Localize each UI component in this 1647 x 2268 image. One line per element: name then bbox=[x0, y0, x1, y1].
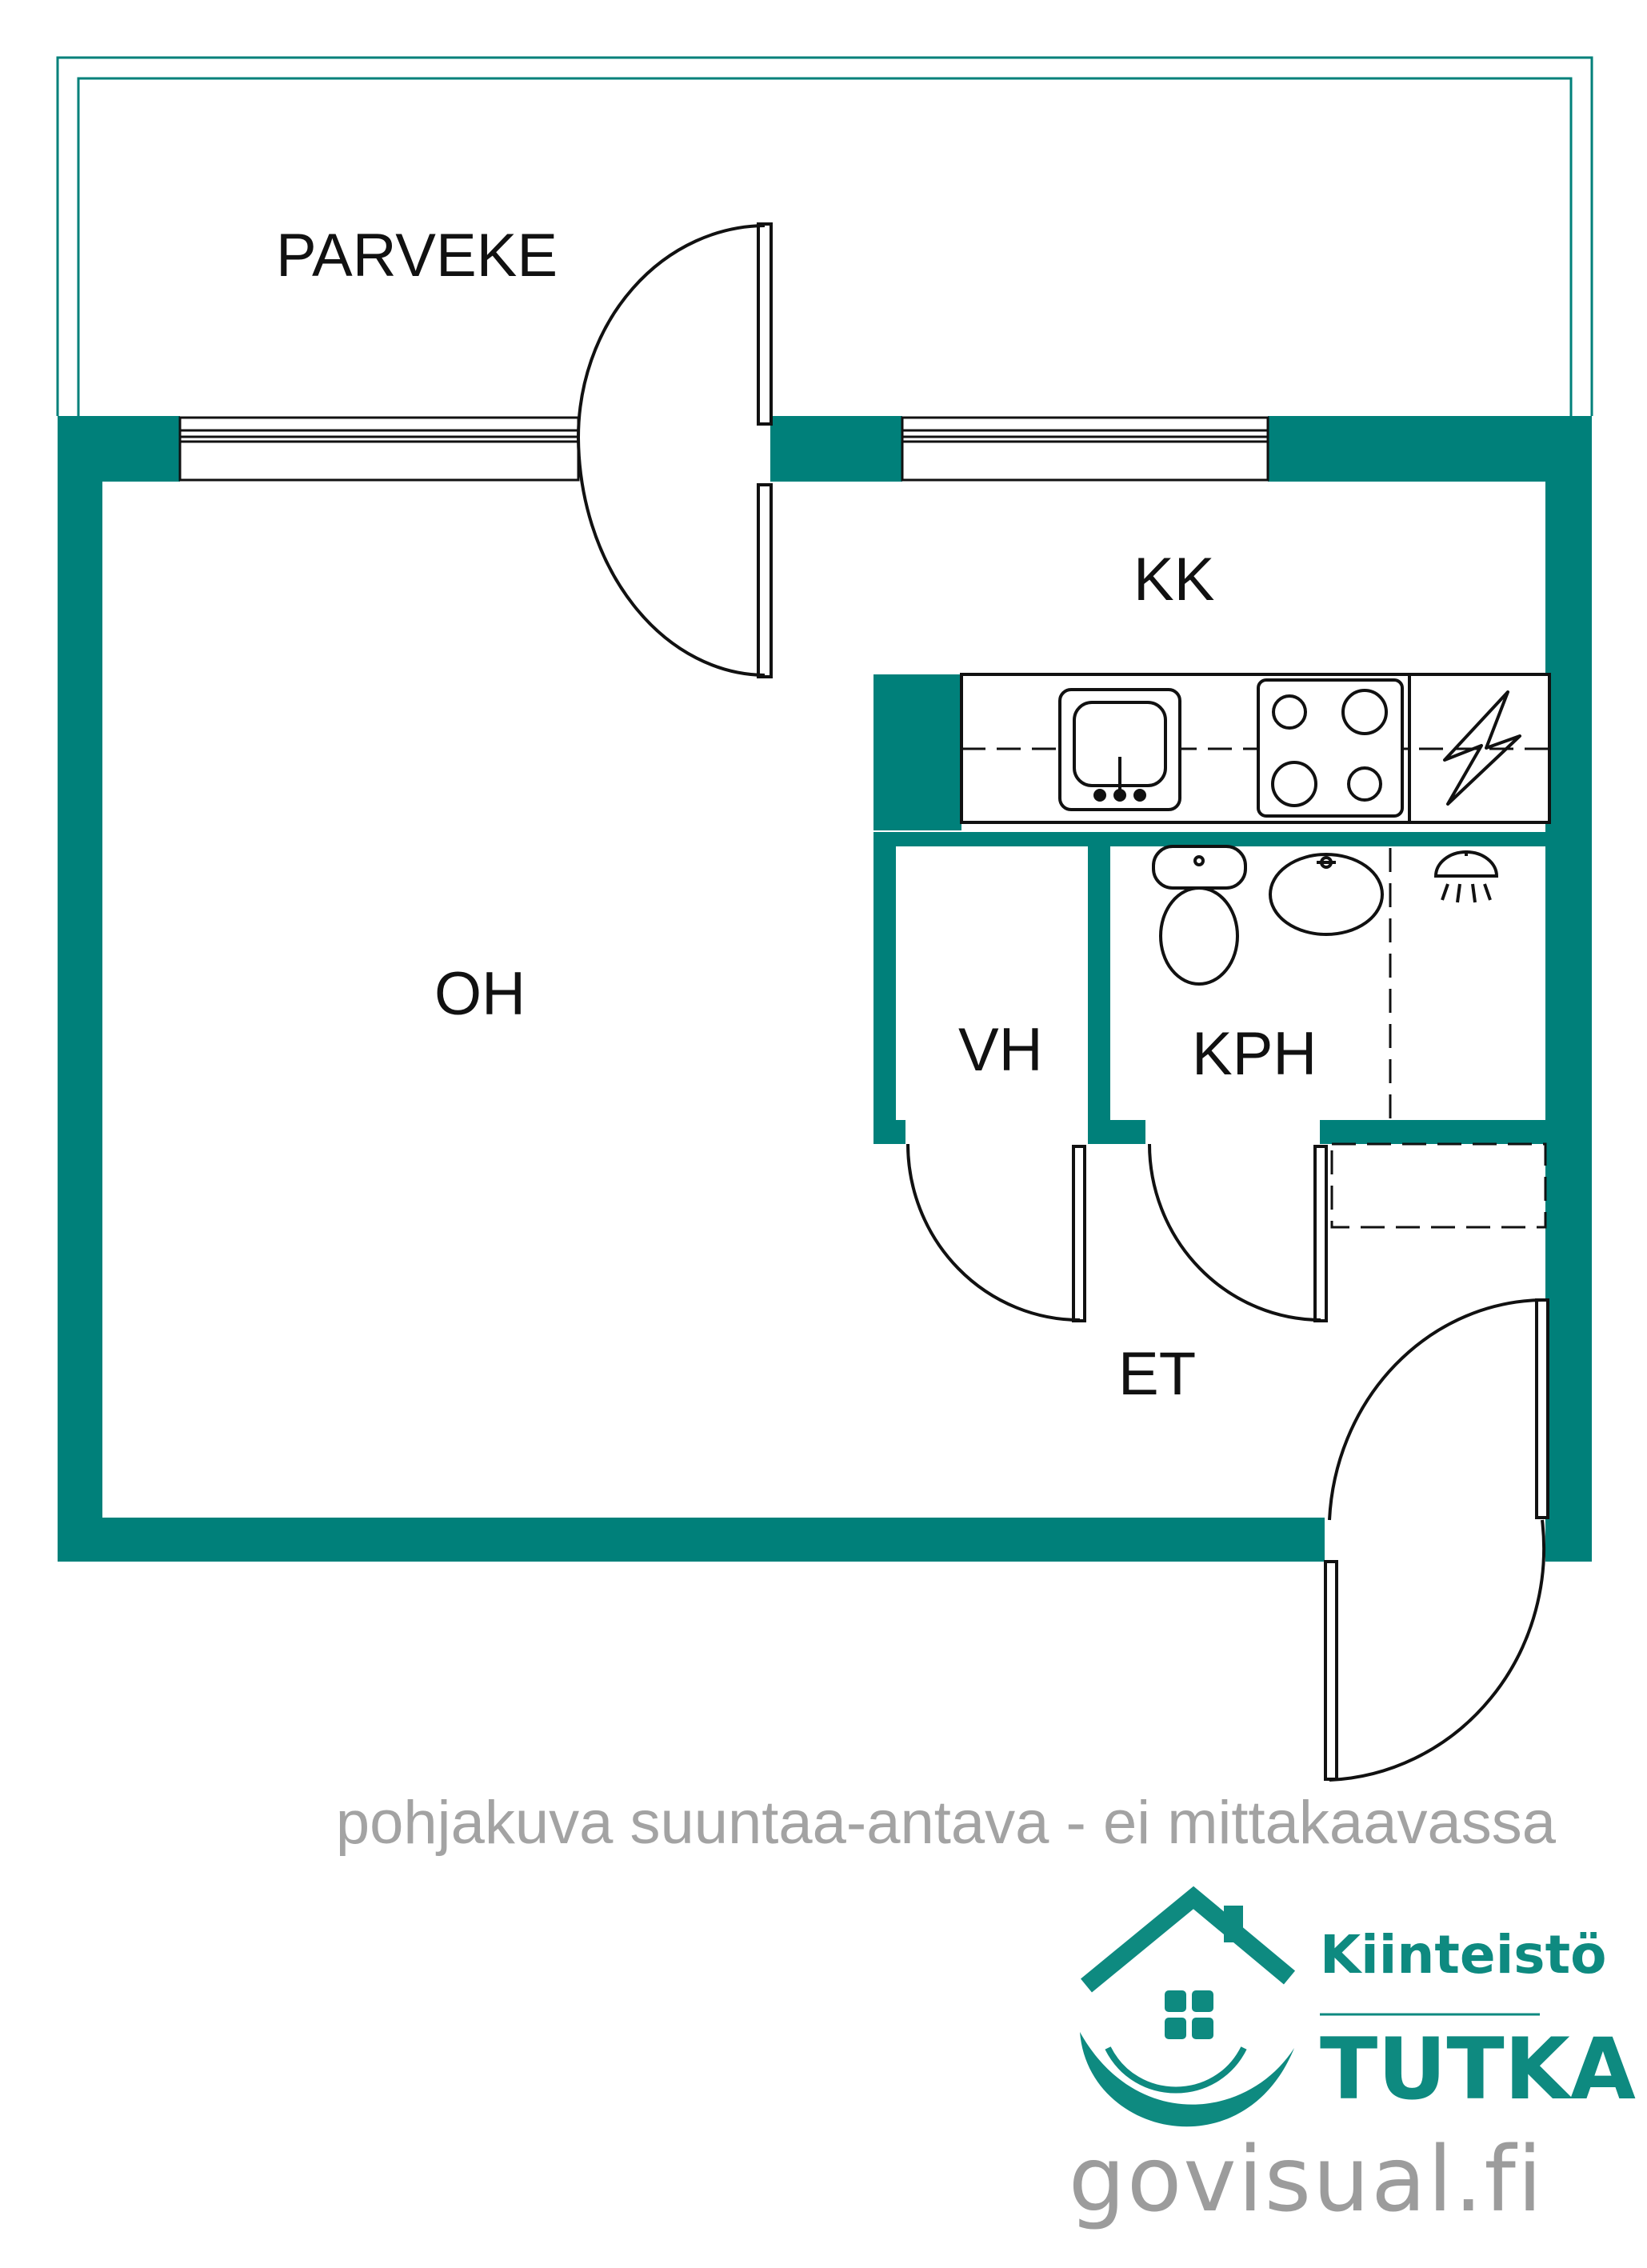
room-label-oh: OH bbox=[434, 960, 526, 1028]
washbasin-icon bbox=[1269, 853, 1384, 936]
website-text: govisual.fi bbox=[1068, 2128, 1544, 2232]
hall-closet bbox=[1330, 1142, 1547, 1229]
balcony-door bbox=[577, 222, 773, 678]
house-logo-icon bbox=[1080, 1886, 1296, 2127]
balcony-outline bbox=[56, 56, 1593, 416]
disclaimer-note: pohjakuva suuntaa-antava - ei mittakaava… bbox=[335, 1789, 1556, 1857]
stove-icon bbox=[1257, 678, 1404, 818]
electric-panel-icon bbox=[1443, 690, 1521, 806]
room-label-kph: KPH bbox=[1192, 1020, 1317, 1088]
room-label-et: ET bbox=[1118, 1340, 1196, 1408]
sink-icon bbox=[1058, 688, 1181, 811]
window-right bbox=[901, 416, 1269, 482]
toilet-icon bbox=[1152, 845, 1247, 986]
logo-brand-line2: TUTKA bbox=[1320, 2020, 1636, 2118]
walls bbox=[58, 416, 1592, 1562]
logo-brand-line1: Kiinteistö bbox=[1320, 1924, 1607, 1986]
wardrobe-door bbox=[906, 1143, 1086, 1322]
room-label-parveke: PARVEKE bbox=[276, 222, 558, 290]
entrance-door bbox=[1324, 1298, 1549, 1782]
kitchen-counter bbox=[960, 673, 1551, 824]
window-left bbox=[178, 416, 580, 482]
bathroom-door bbox=[1148, 1143, 1328, 1322]
room-label-kk: KK bbox=[1133, 546, 1214, 614]
shower-icon bbox=[1433, 850, 1499, 903]
room-label-vh: VH bbox=[958, 1016, 1043, 1084]
